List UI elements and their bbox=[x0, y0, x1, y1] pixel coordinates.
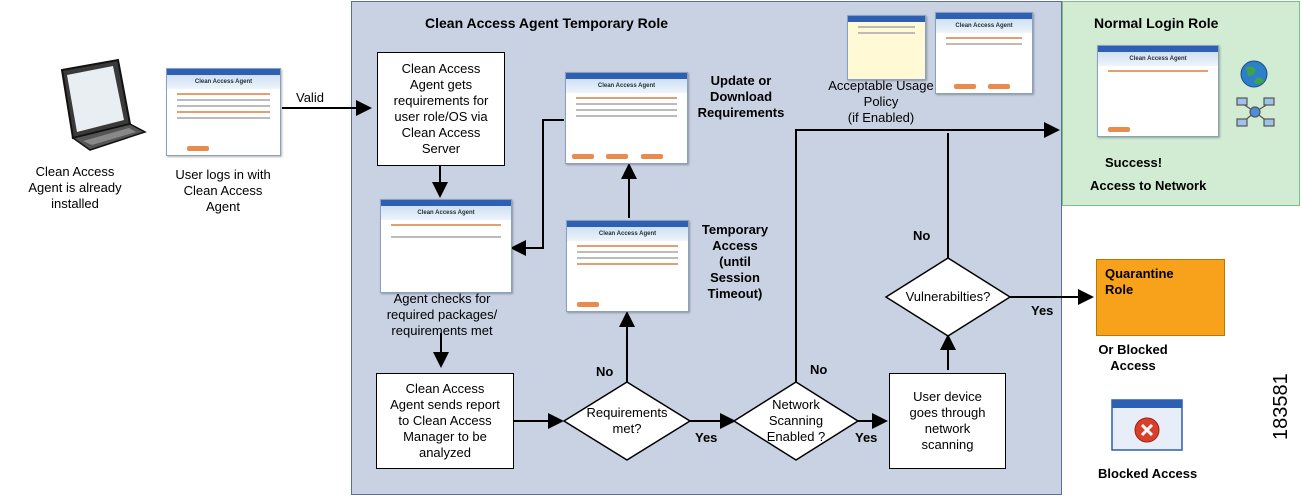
scanning-diamond bbox=[732, 381, 860, 461]
get-requirements-box: Clean Access Agent gets requirements for… bbox=[377, 52, 505, 166]
requirements-decision-text: Requirements met? bbox=[586, 405, 668, 436]
send-report-box: Clean Access Agent sends report to Clean… bbox=[376, 373, 514, 469]
req-yes-label: Yes bbox=[695, 430, 718, 445]
agent-checks-caption: Agent checks for required packages/ requ… bbox=[386, 291, 498, 338]
success-thumbnail: Clean Access Agent bbox=[1097, 45, 1219, 137]
scan-yes-label: Yes bbox=[855, 430, 878, 445]
laptop-caption: Clean Access Agent is already installed bbox=[28, 164, 122, 211]
requirements-diamond bbox=[562, 381, 692, 461]
update-caption: Update or Download Requirements bbox=[697, 73, 785, 120]
blocked-access-icon bbox=[1111, 399, 1183, 451]
update-requirements-thumbnail: Clean Access Agent bbox=[565, 72, 688, 164]
vulnerabilities-decision-text: Vulnerabilties? bbox=[905, 289, 991, 304]
vulnerabilities-decision: Vulnerabilties? bbox=[886, 258, 1010, 336]
arrow-scan-no bbox=[795, 122, 1060, 382]
login-dialog-thumbnail: Clean Access Agent bbox=[166, 68, 281, 156]
agent-check-thumbnail: Clean Access Agent bbox=[380, 199, 512, 293]
network-icon bbox=[1236, 97, 1275, 127]
laptop-icon bbox=[60, 58, 147, 151]
quarantine-role-box: Quarantine Role bbox=[1096, 259, 1225, 336]
scan-no-label: No bbox=[810, 362, 828, 377]
login-caption: User logs in with Clean Access Agent bbox=[175, 167, 271, 214]
temporary-access-caption: Temporary Access (until Session Timeout) bbox=[701, 222, 769, 301]
valid-label: Valid bbox=[296, 90, 324, 105]
temporary-access-thumbnail: Clean Access Agent bbox=[566, 220, 689, 312]
req-no-label: No bbox=[596, 364, 614, 379]
or-blocked-caption: Or Blocked Access bbox=[1098, 342, 1168, 373]
success-caption: Success! bbox=[1105, 155, 1163, 170]
blocked-caption: Blocked Access bbox=[1098, 466, 1198, 481]
globe-icon bbox=[1240, 60, 1268, 88]
usage-policy-thumbnail bbox=[847, 15, 926, 80]
scanning-decision: Network Scanning Enabled ? bbox=[734, 382, 858, 460]
arrow-update-back bbox=[510, 119, 564, 256]
access-caption: Access to Network bbox=[1090, 178, 1207, 193]
aup-caption: Acceptable Usage Policy (if Enabled) bbox=[828, 78, 934, 125]
vulnerabilities-diamond bbox=[884, 257, 1012, 337]
network-scanning-box: User device goes through network scannin… bbox=[889, 373, 1006, 469]
normal-login-title: Normal Login Role bbox=[1094, 15, 1219, 31]
requirements-decision: Requirements met? bbox=[564, 382, 690, 460]
scanning-decision-text: Network Scanning Enabled ? bbox=[766, 397, 826, 444]
vuln-no-label: No bbox=[913, 228, 931, 243]
vuln-yes-label: Yes bbox=[1031, 303, 1054, 318]
temporary-role-title: Clean Access Agent Temporary Role bbox=[425, 15, 669, 31]
figure-id: 183581 bbox=[1270, 373, 1292, 440]
policy-dialog-thumbnail: Clean Access Agent bbox=[935, 12, 1033, 94]
